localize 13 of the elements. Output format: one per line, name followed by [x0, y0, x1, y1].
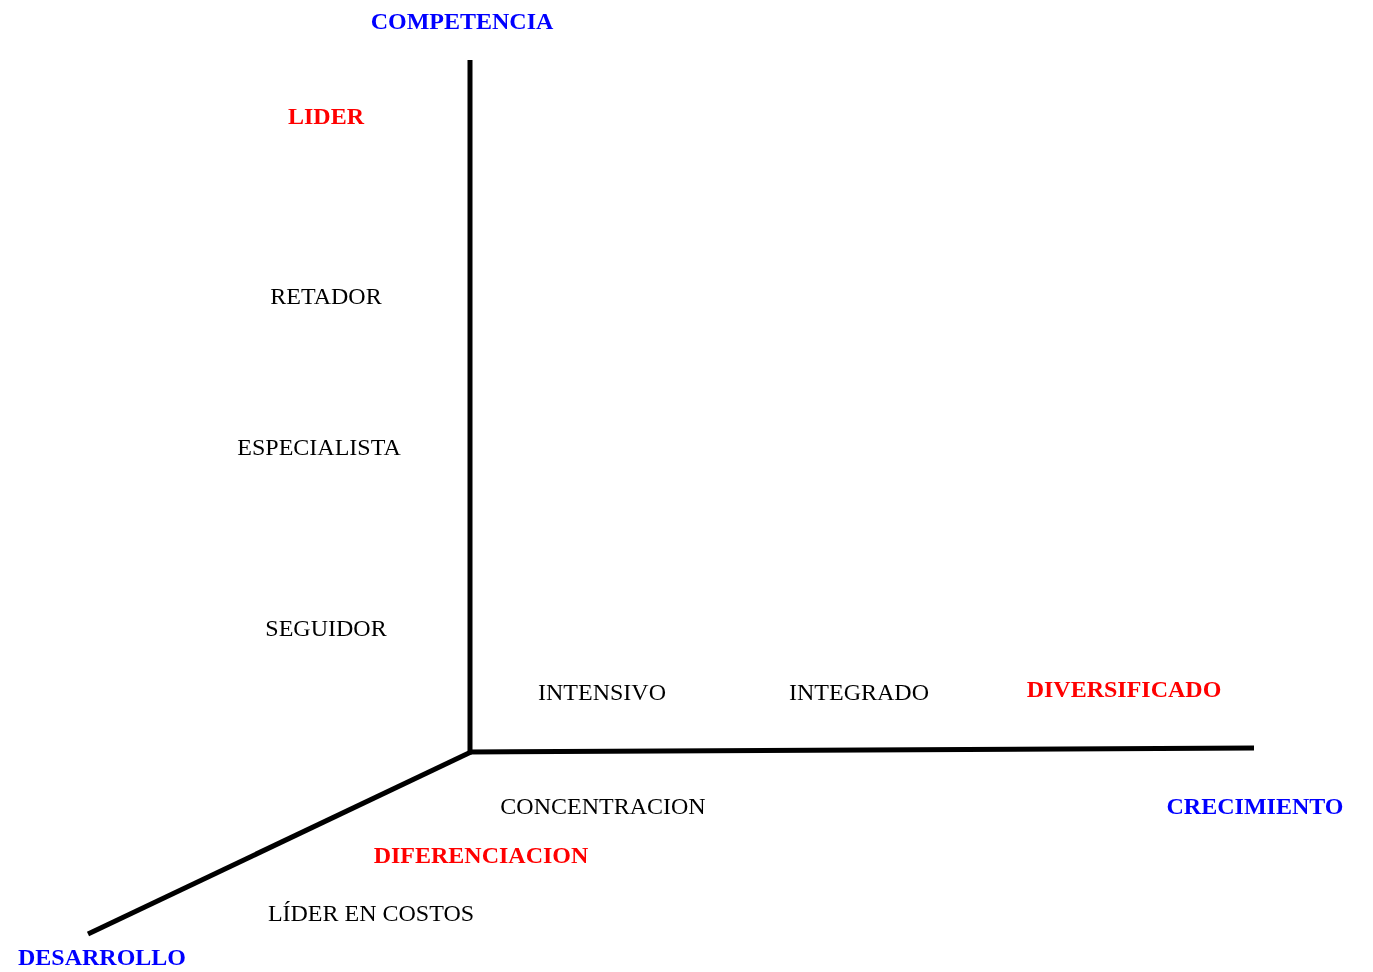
category-label: DIFERENCIACION — [373, 841, 589, 869]
category-label: LÍDER EN COSTOS — [267, 899, 475, 927]
axis-label: CRECIMIENTO — [1166, 792, 1344, 820]
category-label: INTENSIVO — [538, 678, 666, 706]
category-label: ESPECIALISTA — [237, 433, 401, 461]
axis-label: COMPETENCIA — [370, 7, 554, 35]
category-label: DIVERSIFICADO — [1026, 675, 1222, 703]
category-label: CONCENTRACION — [500, 792, 706, 820]
axis-label: DESARROLLO — [18, 943, 186, 971]
category-label: INTEGRADO — [789, 678, 929, 706]
category-label: RETADOR — [270, 282, 382, 310]
category-label: LIDER — [288, 102, 364, 130]
category-label: SEGUIDOR — [265, 614, 387, 642]
